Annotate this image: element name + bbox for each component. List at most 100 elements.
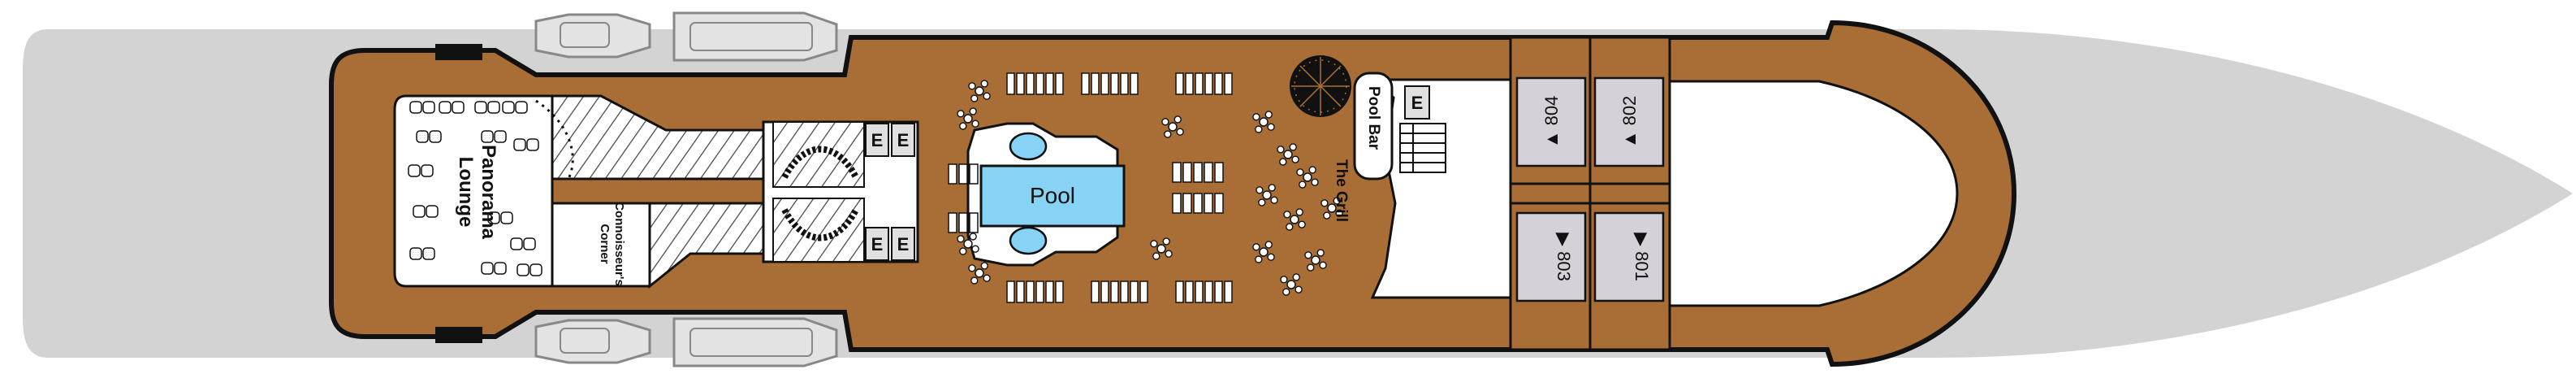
lifeboat-icon [672, 317, 838, 367]
sun-lounger-icon [1195, 280, 1204, 303]
sun-lounger-icon [1182, 162, 1192, 183]
elevator-label: E [871, 234, 884, 254]
panorama-lounge-label-line2: Lounge [455, 157, 477, 228]
armchair-icon [439, 101, 465, 114]
sun-lounger-icon [969, 212, 979, 233]
elevator-icon: E [865, 227, 889, 261]
armchair-icon [513, 138, 539, 151]
armchair-icon [502, 101, 528, 114]
lifeboat-icon [534, 13, 651, 59]
cabin-number-label: ▶ 801 [1632, 233, 1652, 281]
cabin-804: ▲ 804 [1515, 76, 1587, 167]
armchair-icon [510, 237, 536, 250]
cabin-number-label: ▶ 803 [1554, 233, 1574, 281]
sun-lounger-icon [1193, 193, 1203, 214]
sun-lounger-icon [1204, 280, 1213, 303]
sun-lounger-icon [1214, 280, 1223, 303]
sun-lounger-icon [1172, 162, 1182, 183]
sun-lounger-icon [1120, 72, 1129, 95]
cabin-number-label: ▲ 802 [1619, 96, 1640, 149]
elevator-icon: E [891, 227, 915, 261]
sun-lounger-icon [1224, 72, 1233, 95]
sun-lounger-icon [1204, 193, 1213, 214]
forward-open-area [1668, 80, 1959, 307]
armchair-icon [409, 247, 435, 260]
sun-lounger-icon [1204, 162, 1213, 183]
table-cluster-icon [968, 80, 991, 102]
armchair-icon [474, 101, 500, 114]
stair-icon [1399, 123, 1446, 173]
stair-icon [772, 121, 865, 188]
sun-lounger-icon [958, 163, 968, 185]
sun-lounger-icon [1172, 193, 1182, 214]
sun-lounger-icon [1091, 72, 1100, 95]
stairwell-hatch [648, 202, 765, 289]
table-cluster-icon [1161, 115, 1184, 138]
connoisseurs-corner-label-line2: Corner [598, 224, 612, 263]
sun-lounger-icon [1100, 72, 1109, 95]
sun-lounger-icon [1035, 72, 1044, 95]
sun-lounger-icon [1006, 72, 1015, 95]
sun-lounger-icon [1193, 162, 1203, 183]
table-cluster-icon [1280, 273, 1303, 296]
armchair-icon [516, 263, 542, 276]
pool-bar-counter [1353, 72, 1394, 180]
sun-lounger-icon [1016, 280, 1025, 303]
sun-lounger-icon [948, 163, 957, 185]
pool [979, 164, 1126, 228]
table-cluster-icon [1304, 249, 1327, 272]
sun-lounger-icon [1055, 72, 1064, 95]
cabin-801: ▶ 801 [1593, 211, 1665, 302]
cabin-group: ▲ 804 ▲ 802 ▶ 803 ▶ 801 [1515, 76, 1665, 302]
table-cluster-icon [957, 107, 979, 130]
armchair-icon [416, 130, 442, 143]
sun-lounger-icon [1175, 280, 1184, 303]
sun-lounger-icon [1045, 280, 1054, 303]
armchair-icon [413, 205, 439, 218]
stair-icon [772, 198, 865, 263]
elevator-label: E [897, 234, 910, 254]
sun-lounger-icon [1110, 72, 1119, 95]
table-cluster-icon [1252, 241, 1275, 263]
elevator-label: E [871, 130, 884, 150]
sun-lounger-icon [1110, 280, 1119, 303]
table-cluster-icon [1320, 197, 1343, 220]
sun-lounger-icon [1175, 72, 1184, 95]
lifeboat-icon [672, 11, 838, 62]
cabin-number-label: ▲ 804 [1541, 96, 1562, 149]
sun-lounger-icon [1195, 72, 1204, 95]
hot-tub [1009, 226, 1048, 255]
sun-lounger-icon [1185, 280, 1194, 303]
sun-lounger-icon [1081, 72, 1090, 95]
sun-lounger-icon [1120, 280, 1129, 303]
table-cluster-icon [1252, 111, 1275, 133]
seating-icon [948, 72, 1343, 303]
sun-lounger-icon [1035, 280, 1044, 303]
table-cluster-icon [1296, 166, 1319, 189]
armchair-icon [481, 130, 507, 143]
sun-lounger-icon [1130, 72, 1139, 95]
pool-label: Pool [1030, 183, 1075, 208]
sun-lounger-icon [958, 212, 968, 233]
sun-lounger-icon [1185, 72, 1194, 95]
sun-lounger-icon [1204, 72, 1213, 95]
table-cluster-icon [1256, 184, 1278, 207]
sun-lounger-icon [1006, 280, 1015, 303]
sun-lounger-icon [1055, 280, 1064, 303]
elevator-label: E [1411, 93, 1424, 113]
sun-lounger-icon [969, 163, 979, 185]
panorama-lounge-label-line1: Panorama [478, 145, 499, 240]
table-cluster-icon [1150, 237, 1173, 260]
connoisseurs-corner-label-line1: Connoisseur's [612, 202, 626, 286]
sun-lounger-icon [1224, 280, 1233, 303]
sun-lounger-icon [1182, 193, 1192, 214]
sun-lounger-icon [1091, 280, 1100, 303]
vent-icon [435, 327, 482, 343]
sun-lounger-icon [1100, 280, 1109, 303]
sun-lounger-icon [1214, 162, 1224, 183]
table-cluster-icon [968, 262, 991, 285]
elevator-label: E [897, 130, 910, 150]
table-cluster-icon [1283, 208, 1306, 231]
sun-lounger-icon [1214, 72, 1223, 95]
